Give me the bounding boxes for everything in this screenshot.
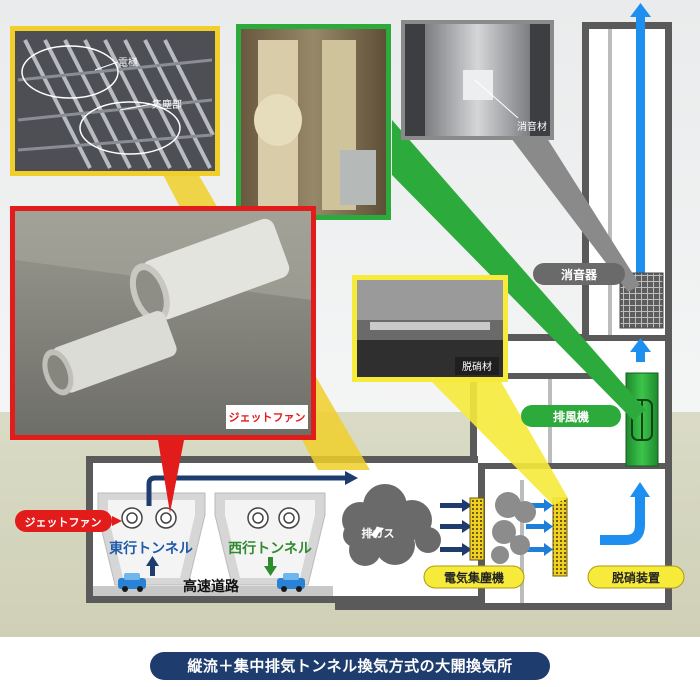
exhaust-fan-photo <box>236 24 391 220</box>
eastbound-car-icon <box>118 573 146 592</box>
exhaust-fan-label: 排風機 <box>553 409 589 424</box>
jet-fan-label: ジェットファン <box>25 516 102 529</box>
jet-fan-photo-label: ジェットファン <box>229 411 306 424</box>
denitration-unit <box>552 497 568 577</box>
cleaned-gas-cloud <box>491 492 536 564</box>
eastbound-tunnel-label: 東行トンネル <box>109 540 193 557</box>
expressway-label: 高速道路 <box>183 578 240 595</box>
dust-collector-label: 集塵部 <box>152 98 182 111</box>
precipitator-label: 電気集塵機 <box>444 570 504 585</box>
jet-fan-icons <box>121 507 300 529</box>
westbound-car-icon <box>277 573 305 592</box>
westbound-tunnel-label: 西行トンネル <box>228 540 312 557</box>
sound-absorber-label: 消音材 <box>517 120 547 133</box>
electrode-label: 電極 <box>118 56 138 69</box>
silencer-label: 消音器 <box>561 267 598 282</box>
jet-fan-callout-beam <box>158 440 184 513</box>
denitration-material-label: 脱硝材 <box>462 360 492 373</box>
exhaust-fan-callout-beam <box>392 120 646 420</box>
jet-fan-photo: ジェットファン <box>10 206 316 440</box>
exhaust-fan-tag: 排風機 <box>521 405 621 427</box>
denitration-callout-beam <box>430 380 568 505</box>
diagram-caption: 縦流＋集中排気トンネル換気方式の大開換気所 <box>150 652 550 680</box>
jet-fan-tag: ジェットファン <box>15 510 122 532</box>
sound-absorber-photo: 消音材 <box>401 20 554 140</box>
denitration-material-photo: 脱硝材 <box>352 275 508 382</box>
exhaust-fan-unit <box>625 372 659 467</box>
airflow-arrows <box>146 3 651 576</box>
precipitator-tag: 電気集塵機 <box>423 565 525 589</box>
electrostatic-precipitator-unit <box>469 497 485 561</box>
exhaust-gas-cloud <box>342 484 441 566</box>
silencer-callout-beam <box>505 130 640 292</box>
electrode-photo: 電極 集塵部 <box>10 26 220 176</box>
denitration-tag: 脱硝装置 <box>587 565 685 589</box>
denitration-label: 脱硝装置 <box>612 570 660 585</box>
exhaust-gas-label: 排ガス <box>362 526 395 540</box>
silencer-tag: 消音器 <box>533 263 625 285</box>
